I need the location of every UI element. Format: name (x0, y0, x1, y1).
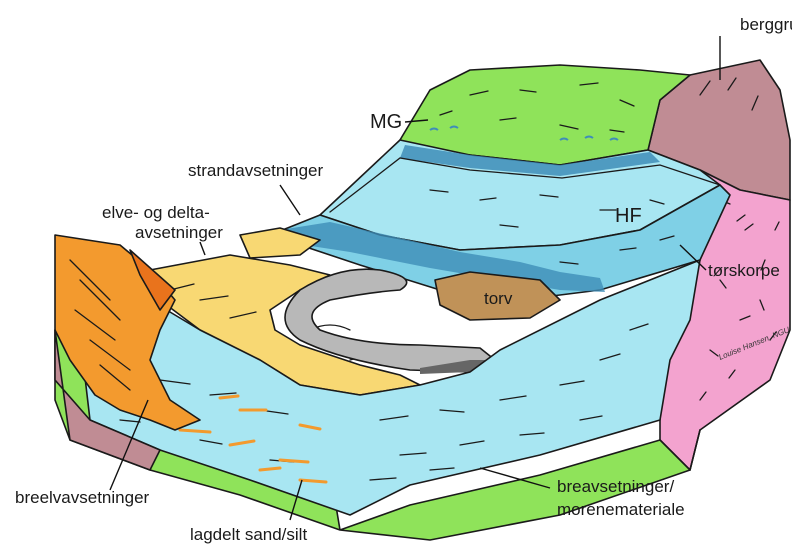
label-breelvavsetninger: breelvavsetninger (15, 488, 150, 507)
label-elve-line2: avsetninger (135, 223, 223, 242)
label-mg: MG (370, 111, 402, 133)
label-berggrunn: berggrunn (740, 15, 792, 34)
label-brea-line1: breavsetninger/ (557, 477, 674, 496)
label-hf: HF (615, 205, 642, 227)
label-torv: torv (484, 289, 513, 308)
label-strandavsetninger: strandavsetninger (188, 161, 323, 180)
label-elve-line1: elve- og delta- (102, 203, 210, 222)
label-torskorpe: tørskorpe (708, 261, 780, 280)
label-lagdelt: lagdelt sand/silt (190, 525, 307, 544)
label-brea-line2: morenemateriale (557, 500, 685, 519)
